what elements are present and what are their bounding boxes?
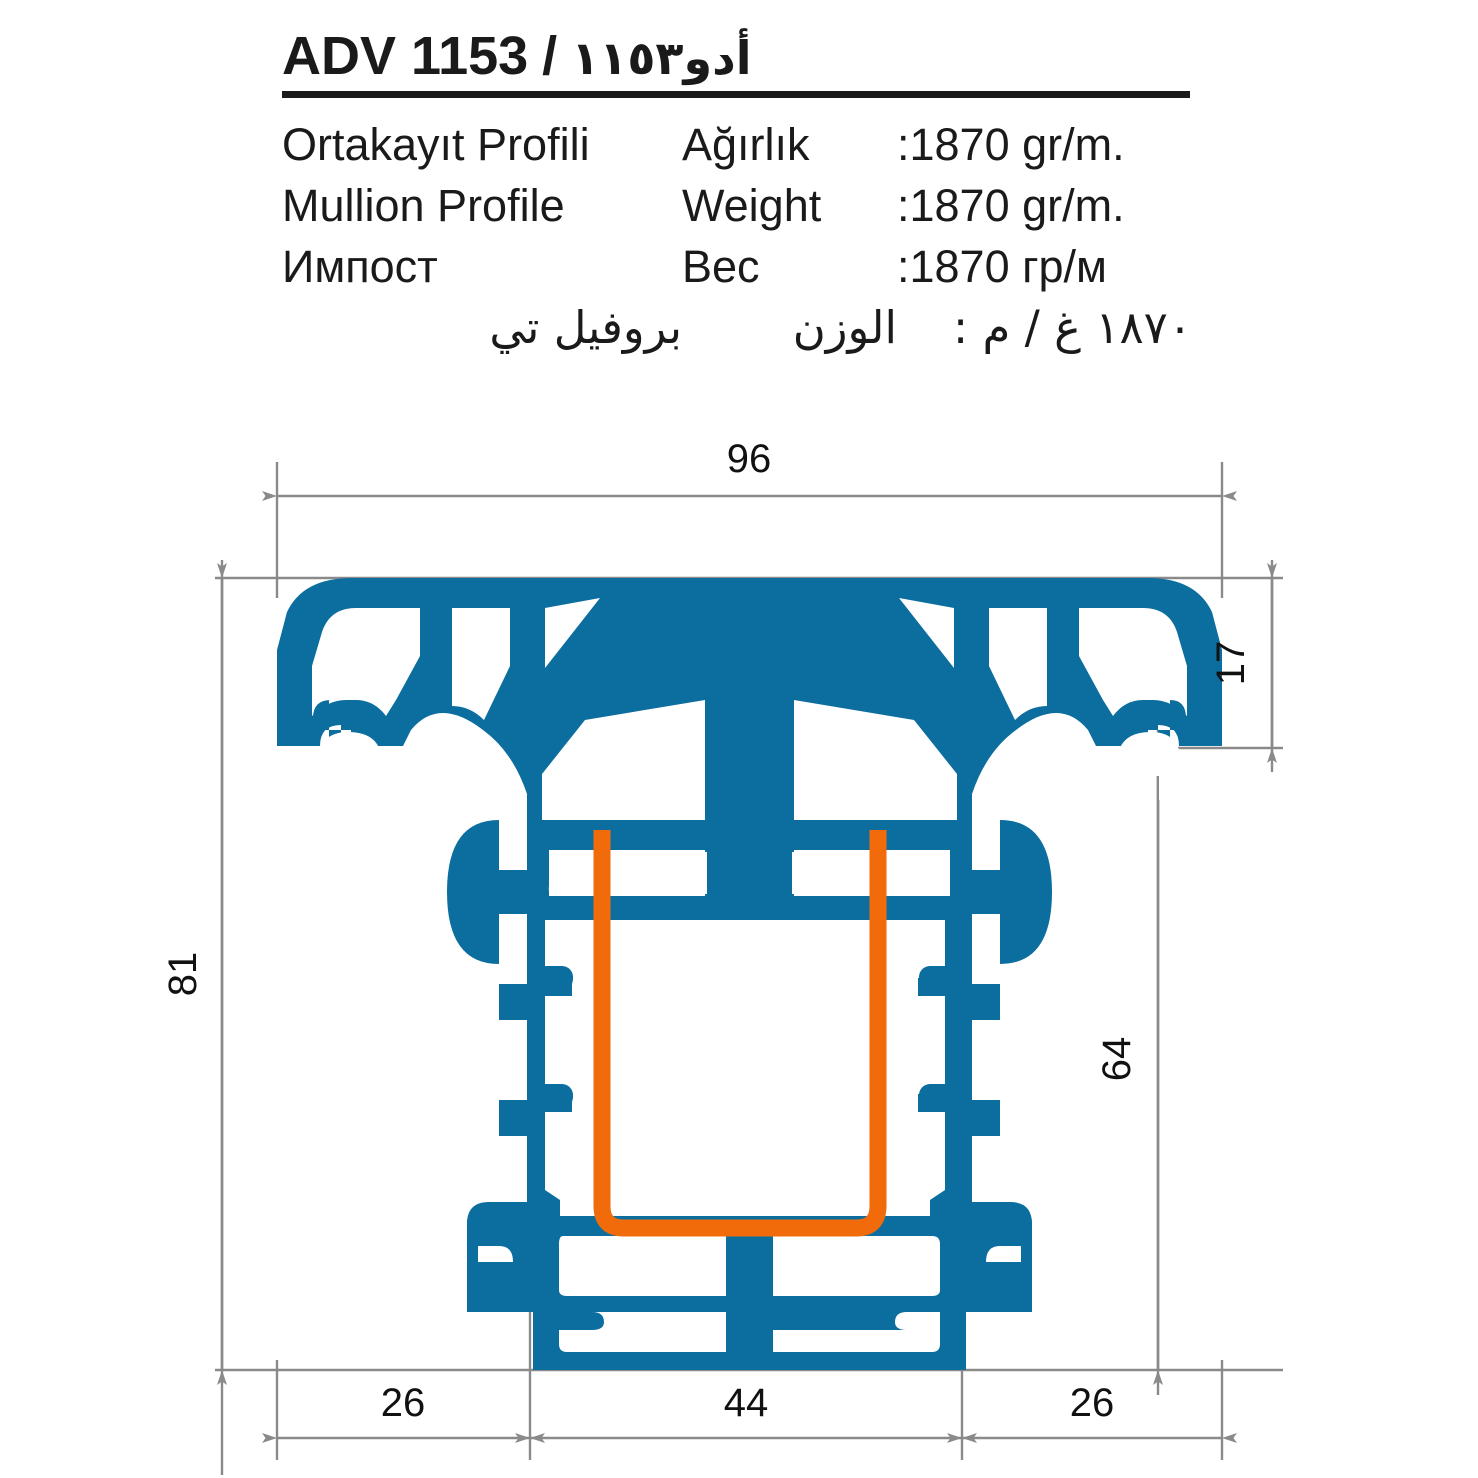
weight-label-en: Weight <box>682 179 822 231</box>
left-keyhole-groove <box>318 732 382 800</box>
right-keyhole-groove <box>1117 732 1181 800</box>
bottom-chamber-top-right <box>773 1236 940 1296</box>
bottom-chambers <box>559 1236 940 1352</box>
gasket-tabs <box>527 966 965 1108</box>
steel-reinforcement <box>593 830 887 1237</box>
profile-header: ADV 1153 / أدو١١٥٣ Ortakayıt Profili Ağı… <box>282 28 1192 360</box>
weight-value-tr: :1870 gr/m. <box>897 118 1125 170</box>
dim-label-right-wing: 26 <box>1070 1381 1115 1425</box>
weight-value-ar: ١٨٧٠ غ / م : <box>953 300 1192 354</box>
dim-label-overall-width: 96 <box>727 437 772 481</box>
left-tab-lower <box>527 1084 573 1108</box>
table-row: Mullion Profile Weight :1870 gr/m. <box>282 177 1192 238</box>
profile-code-arabic: أدو١١٥٣ <box>571 31 752 85</box>
left-wing-notch <box>467 1204 528 1294</box>
weight-label-ar: الوزن <box>792 300 897 354</box>
dim-label-left-wing: 26 <box>381 1381 426 1425</box>
page-title: ADV 1153 / أدو١١٥٣ <box>282 28 1192 85</box>
neck-chamber-left <box>548 852 707 894</box>
profile-name-ar: بروفيل تي <box>489 300 682 354</box>
profile-name-en: Mullion Profile <box>282 179 565 231</box>
right-tab-lower <box>919 1084 965 1108</box>
dim-label-overall-height: 81 <box>161 952 205 997</box>
right-tab-upper <box>919 966 965 990</box>
core-cavity <box>545 920 945 1216</box>
flange-gasket-grooves <box>318 732 1181 800</box>
dim-label-web-height: 64 <box>1095 1037 1139 1082</box>
dim-label-flange-height: 17 <box>1209 641 1253 686</box>
specification-table: Ortakayıt Profili Ağırlık :1870 gr/m. Mu… <box>282 116 1192 360</box>
weight-value-en: :1870 gr/m. <box>897 179 1125 231</box>
right-wing-notch <box>971 1204 1032 1294</box>
weight-label-ru: Вес <box>682 240 760 292</box>
weight-label-tr: Ağırlık <box>682 118 810 170</box>
right-gasket-lip <box>1170 700 1186 730</box>
table-row: Ortakayıt Profili Ağırlık :1870 gr/m. <box>282 116 1192 177</box>
table-row: بروفيل تي الوزن ١٨٧٠ غ / م : <box>282 299 1192 360</box>
table-row: Импост Вес :1870 гр/м <box>282 238 1192 299</box>
title-underline <box>282 90 1190 98</box>
bottom-chamber-bottom-left <box>559 1312 726 1352</box>
bottom-chamber-bottom-right <box>773 1312 940 1352</box>
neck-chambers <box>548 852 949 894</box>
left-gasket-lip <box>313 700 331 730</box>
profile-cross-section-drawing: 96 17 81 64 26 44 26 <box>0 400 1478 1478</box>
bottom-chamber-top-left <box>559 1236 726 1296</box>
core-cavity-void <box>545 920 945 1216</box>
profile-name-tr: Ortakayıt Profili <box>282 118 590 170</box>
profile-code: ADV 1153 <box>282 26 529 86</box>
profile-name-ru: Импост <box>282 240 438 292</box>
bottom-wing-details <box>467 1204 1032 1294</box>
dim-label-core-width: 44 <box>724 1381 769 1425</box>
weight-value-ru: :1870 гр/м <box>897 240 1107 292</box>
reinforcement-u-channel <box>593 830 887 1237</box>
left-tab-upper <box>527 966 573 990</box>
dimension-lines <box>217 491 1277 1443</box>
title-separator: / <box>542 26 558 86</box>
